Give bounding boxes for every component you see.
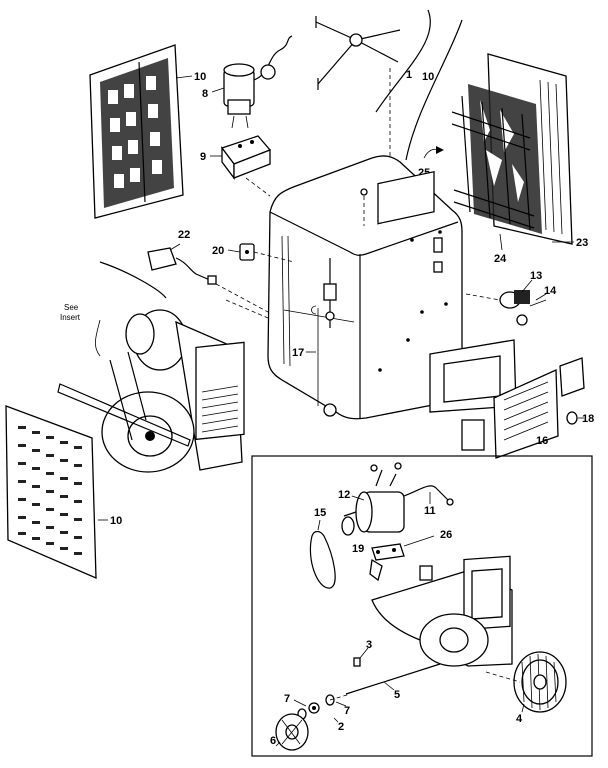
- label-10-top-left: 10: [194, 71, 206, 83]
- see-insert-note-line2: Insert: [60, 313, 81, 322]
- cabinet: [267, 155, 463, 420]
- control-switch: [499, 290, 547, 326]
- blower-assembly: [57, 261, 245, 473]
- pad-retainer-rack: [451, 95, 535, 231]
- label-18: 18: [582, 413, 594, 425]
- blower-pulley: [275, 713, 309, 751]
- float-valve-assembly: [311, 258, 337, 417]
- label-15: 15: [314, 507, 326, 519]
- label-10-bottom: 10: [110, 515, 122, 527]
- label-6: 6: [270, 735, 276, 747]
- label-26: 26: [440, 529, 452, 541]
- label-16: 16: [536, 435, 548, 447]
- motor-bracket: [369, 543, 405, 582]
- front-grille: [429, 339, 585, 459]
- blower-shaft: [345, 663, 441, 695]
- side-panel-bottom-left: [5, 405, 97, 580]
- label-11: 11: [424, 505, 436, 517]
- junction-box: [220, 135, 272, 180]
- water-distributor: [315, 16, 401, 90]
- label-5: 5: [394, 689, 400, 701]
- label-7: 7: [344, 705, 350, 717]
- bearing-parts: [297, 694, 335, 720]
- label-2-top: 7: [284, 693, 290, 705]
- label-12: 12: [338, 489, 350, 501]
- pump-motor: [223, 35, 293, 129]
- label-13: 13: [530, 270, 542, 282]
- label-9: 9: [200, 151, 206, 163]
- switch-22: [147, 247, 217, 285]
- blower-wheel: [513, 651, 567, 713]
- label-14: 14: [544, 285, 557, 297]
- bracket-20: [239, 243, 255, 261]
- motor-pulley: [341, 516, 355, 536]
- label-4: 4: [516, 713, 523, 725]
- insert-motor: [343, 462, 454, 533]
- label-17: 17: [292, 347, 304, 359]
- shaft-key: [353, 647, 369, 667]
- label-2: 2: [338, 721, 344, 733]
- see-insert-note-line1: See: [64, 303, 79, 312]
- insert-blower-housing: [371, 555, 513, 667]
- label-22: 22: [178, 229, 190, 241]
- drive-belt: [309, 530, 336, 589]
- insert-frame: [251, 455, 593, 757]
- side-panel-top-left: [89, 44, 184, 219]
- label-23: 23: [576, 237, 588, 249]
- label-20: 20: [212, 245, 224, 257]
- label-19: 19: [352, 543, 364, 555]
- side-panel-right: [468, 53, 573, 245]
- label-1: 1: [406, 69, 412, 81]
- label-10-top-right: 10: [422, 71, 434, 83]
- label-3: 3: [366, 639, 372, 651]
- label-24: 24: [494, 253, 507, 265]
- label-8: 8: [202, 88, 208, 100]
